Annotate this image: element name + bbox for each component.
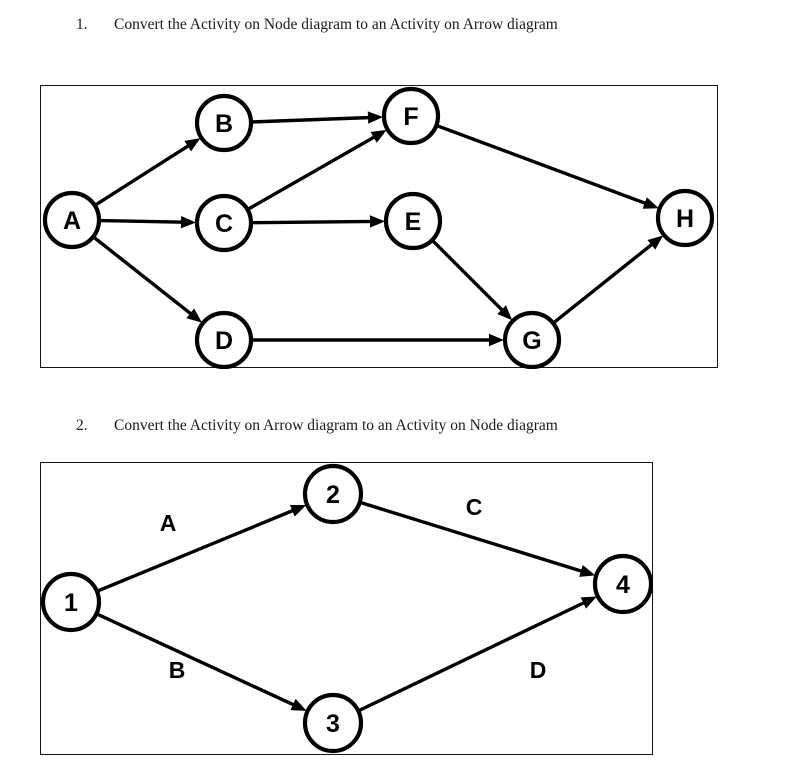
node-F[interactable]: F [381,86,441,146]
arrowhead-C-to-F [370,129,387,143]
question-2: 2. Convert the Activity on Arrow diagram… [76,417,558,435]
node-label-G: G [522,327,541,355]
node-label-F: F [403,103,418,131]
node-E[interactable]: E [383,191,443,251]
arrowhead-1-to-3 [290,698,307,711]
edge-label-A: A [160,510,177,536]
node-circle-E [383,191,443,251]
node-H[interactable]: H [655,188,715,248]
edge-C-to-F [246,134,378,212]
arrowhead-D-to-G [489,333,504,347]
activity-on-arrow-diagram: A B C D 1 2 3 4 [41,463,654,754]
node-circle-G [502,310,562,369]
node-4[interactable]: 4 [592,553,654,615]
node-circle-D [194,310,254,369]
arrowhead-A-to-C [180,215,197,229]
node-label-1: 1 [64,589,78,617]
edge-label-D: D [530,657,547,683]
arrowhead-A-to-D [186,308,203,323]
node-circle-3 [302,692,364,754]
node-circle-4 [592,553,654,615]
arrowhead-B-to-F [367,111,384,124]
node-B[interactable]: B [194,93,254,153]
node-3[interactable]: 3 [302,692,364,754]
arrowhead-E-to-G [497,305,513,321]
edge-1-to-3 [95,612,297,708]
edge-G-to-H [552,241,655,325]
node-circle-C [194,193,254,253]
node-circle-2 [302,463,364,525]
question-1-text: Convert the Activity on Node diagram to … [114,16,558,33]
edge-label-C: C [466,494,483,520]
activity-on-arrow-diagram-frame: A B C D 1 2 3 4 [40,462,654,755]
edge-label-B: B [169,657,186,683]
edge-1-to-2 [96,508,296,593]
arrowhead-F-to-H [642,197,659,209]
arrowhead-A-to-B [184,138,201,152]
arrowhead-1-to-2 [289,505,307,517]
node-label-C: C [215,210,233,238]
node-1[interactable]: 1 [41,571,102,633]
edge-A-to-D [92,235,194,317]
node-label-B: B [215,110,233,138]
arrowhead-C-to-E [369,215,386,228]
node-circle-F [381,86,441,146]
activity-on-node-diagram-frame: A B C D E F G H [40,85,718,369]
question-2-number: 2. [76,417,88,434]
edge-B-to-F [250,115,372,124]
node-label-3: 3 [326,710,340,738]
node-label-E: E [405,208,422,236]
node-label-A: A [63,207,81,235]
question-1-number: 1. [76,16,88,33]
node-A[interactable]: A [42,190,102,250]
edge-A-to-B [93,143,192,207]
node-circle-A [42,190,102,250]
node-D[interactable]: D [194,310,254,369]
question-2-text: Convert the Activity on Arrow diagram to… [114,417,558,434]
edge-A-to-C [98,218,185,224]
node-circle-1 [41,571,102,633]
arrowhead-2-to-4 [579,565,596,577]
edge-F-to-H [435,123,649,206]
arrowhead-G-to-H [647,235,664,250]
node-label-H: H [676,205,694,233]
node-label-D: D [215,327,233,355]
node-label-4: 4 [616,571,630,599]
node-label-2: 2 [326,481,340,509]
edge-C-to-E [250,219,374,225]
node-circle-H [655,188,715,248]
edge-E-to-G [430,238,505,313]
activity-on-node-diagram: A B C D E F G H [42,86,715,369]
question-1: 1. Convert the Activity on Node diagram … [76,16,558,34]
node-circle-B [194,93,254,153]
arrowhead-3-to-4 [580,596,597,609]
node-C[interactable]: C [194,193,254,253]
node-2[interactable]: 2 [302,463,364,525]
edge-2-to-4 [359,500,585,574]
edge-3-to-4 [357,600,587,713]
node-G[interactable]: G [502,310,562,369]
